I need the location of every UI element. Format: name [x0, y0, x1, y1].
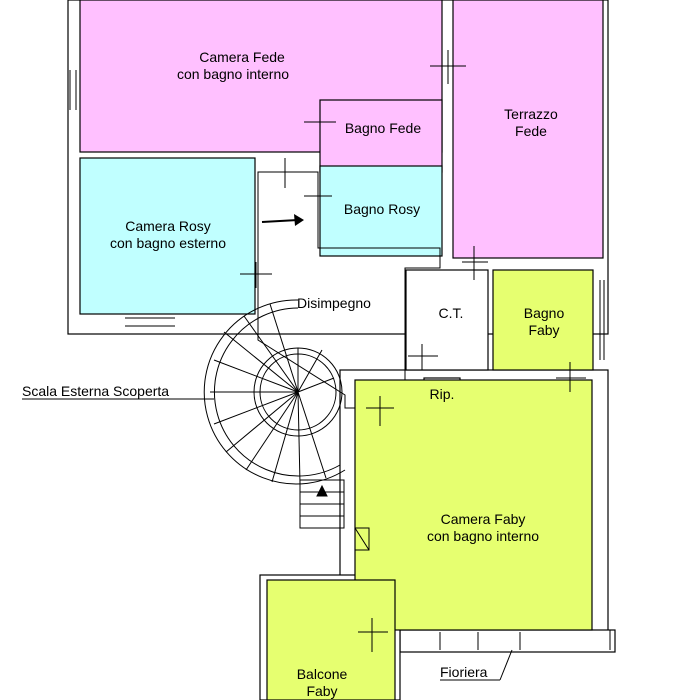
- spiral-staircase: [203, 299, 346, 485]
- arrow-icon: [261, 214, 304, 226]
- ct-room: [405, 269, 489, 371]
- bagno-fede-label: Bagno Fede: [345, 120, 421, 136]
- ct-label: C.T.: [439, 305, 464, 321]
- camera-rosy-room: [79, 157, 256, 315]
- bagno-faby-sublabel: Faby: [528, 322, 559, 338]
- camera-faby-sublabel: con bagno interno: [427, 528, 539, 544]
- camera-faby-label: Camera Faby: [441, 511, 526, 527]
- bagno-rosy-label: Bagno Rosy: [344, 201, 420, 217]
- bagno-faby-room: [492, 269, 594, 371]
- window-box: [354, 527, 370, 551]
- terrazzo-fede-sublabel: Fede: [515, 123, 547, 139]
- rip-label: Rip.: [430, 386, 455, 402]
- terrazzo-fede-label: Terrazzo: [504, 106, 558, 122]
- disimpegno-area: [257, 171, 441, 409]
- camera-rosy-label: Camera Rosy: [125, 218, 211, 234]
- straight-stairs: [299, 479, 345, 529]
- camera-fede-label: Camera Fede: [199, 49, 285, 65]
- scala-label: Scala Esterna Scoperta: [22, 383, 169, 399]
- door-marks: [69, 50, 611, 652]
- bagno-faby-label: Bagno: [524, 305, 565, 321]
- balcone-faby-room: [266, 579, 396, 700]
- fioriera-label: Fioriera: [440, 664, 488, 680]
- camera-rosy-sublabel: con bagno esterno: [110, 235, 226, 251]
- fioriera-planter: [399, 629, 616, 653]
- disimpegno-label: Disimpegno: [297, 295, 371, 311]
- bagno-rosy-room: [319, 165, 443, 257]
- bagno-fede-room: [319, 99, 443, 173]
- camera-fede-sublabel: con bagno interno: [177, 66, 289, 82]
- balcone-faby-label: Balcone: [297, 666, 348, 682]
- fioriera-leader-diag: [499, 649, 513, 681]
- terrazzo-fede-room: [452, 0, 604, 259]
- window-diagonal: [354, 527, 370, 551]
- balcone-faby-sublabel: Faby: [306, 683, 337, 699]
